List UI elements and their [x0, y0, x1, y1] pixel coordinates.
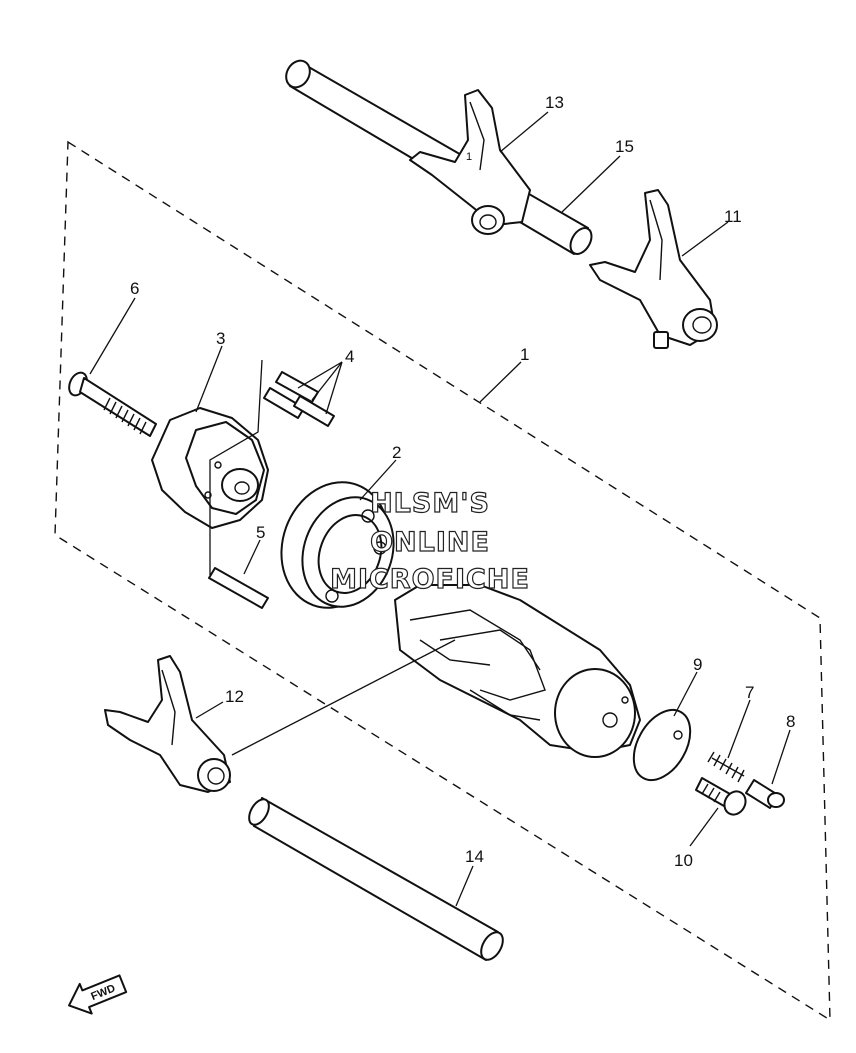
callout-9: 9 — [693, 655, 702, 674]
forward-direction-arrow: FWD — [68, 974, 128, 1015]
part-8-plunger — [745, 779, 785, 809]
svg-text:1: 1 — [466, 151, 472, 163]
watermark-line-2: ONLINE — [369, 527, 490, 558]
part-12-shift-fork — [104, 655, 231, 793]
part-7-spring — [707, 751, 745, 783]
callout-1: 1 — [520, 345, 529, 364]
part-2-bearing — [280, 481, 395, 609]
callout-14: 14 — [465, 847, 484, 866]
callout-13: 13 — [545, 93, 564, 112]
assembly-boundary — [54, 140, 831, 1022]
part-1-shift-cam — [394, 584, 641, 758]
part-14-shift-fork-shaft — [248, 797, 504, 961]
part-5-pin — [208, 567, 269, 609]
callout-15: 15 — [615, 137, 634, 156]
callout-5: 5 — [256, 523, 265, 542]
watermark-line-1: HLSM'S — [369, 488, 490, 519]
part-9-washer — [632, 708, 692, 782]
callout-12: 12 — [225, 687, 244, 706]
callout-8: 8 — [786, 712, 795, 731]
part-13-shift-fork: 1 — [409, 89, 531, 235]
part-6-bolt — [68, 371, 157, 437]
callout-11: 11 — [724, 207, 742, 226]
part-11-shift-fork — [589, 189, 718, 349]
callout-4: 4 — [345, 347, 354, 366]
callout-6: 6 — [130, 279, 139, 298]
callout-3: 3 — [216, 329, 225, 348]
leader-lines — [89, 111, 791, 907]
callout-labels: 1 2 3 4 5 6 7 8 9 10 11 12 13 14 15 — [130, 93, 795, 870]
part-4-pins — [209, 359, 335, 575]
callout-2: 2 — [392, 443, 401, 462]
callout-7: 7 — [745, 683, 754, 702]
part-10-screw — [695, 777, 747, 816]
callout-10: 10 — [674, 851, 693, 870]
watermark-line-3: MICROFICHE — [329, 564, 530, 595]
